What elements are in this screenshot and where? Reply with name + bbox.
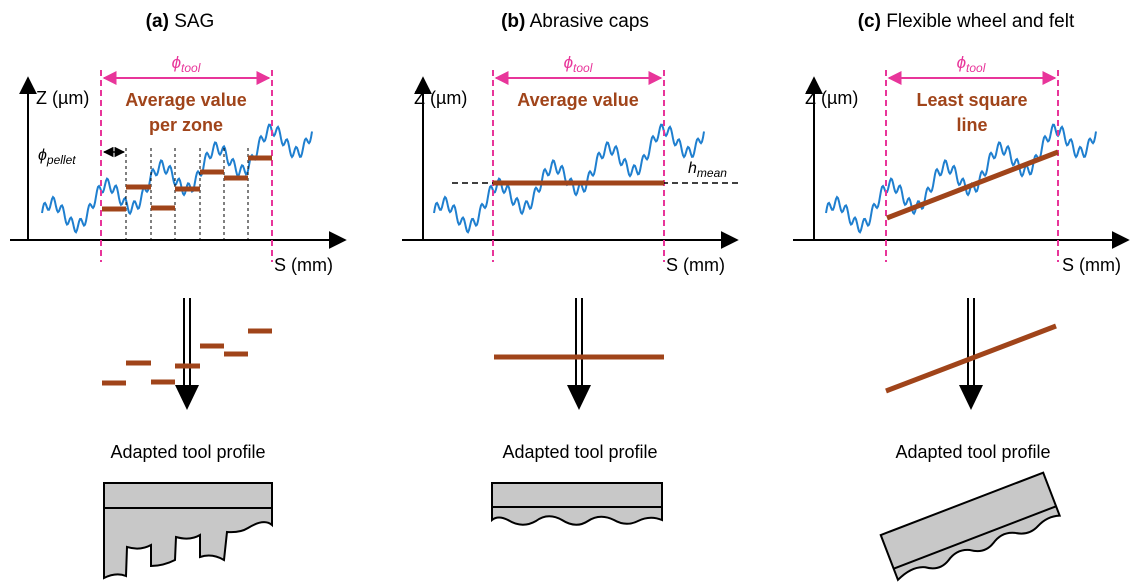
panel-a-method-line-2: per zone <box>149 115 223 135</box>
panel-c-least-square-line <box>886 149 1059 221</box>
panel-a-zone-averages <box>102 155 272 212</box>
panel-b-s-label: S (mm) <box>666 255 725 275</box>
panel-c: (c) Flexible wheel and felt Z (µm) S (mm… <box>793 11 1130 582</box>
panel-b: (b) Abrasive caps Z (µm) S (mm) ϕtool Av… <box>402 11 739 526</box>
panel-b-z-label: Z (µm) <box>414 88 467 108</box>
panel-c-tool-profile <box>879 471 1062 582</box>
panel-a-tool-profile <box>103 482 273 580</box>
panel-a-method-line-1: Average value <box>125 90 246 110</box>
panel-c-extracted-slope <box>885 323 1057 394</box>
panel-c-caption: Adapted tool profile <box>895 442 1050 462</box>
panel-a: (a) SAG Z (µm) S (mm) ϕtool Average valu… <box>10 11 347 580</box>
panel-b-title: (b) Abrasive caps <box>501 11 649 32</box>
panel-b-tool-profile <box>491 482 663 526</box>
panel-c-phi-tool: ϕtool <box>957 53 986 75</box>
panel-a-z-label: Z (µm) <box>36 88 89 108</box>
panel-c-z-label: Z (µm) <box>805 88 858 108</box>
panel-c-s-label: S (mm) <box>1062 255 1121 275</box>
panel-a-extracted-steps <box>102 328 272 386</box>
panel-b-phi-tool: ϕtool <box>564 53 593 75</box>
panel-c-surface-profile <box>825 123 1097 234</box>
panel-b-caption: Adapted tool profile <box>502 442 657 462</box>
panel-a-phi-tool: ϕtool <box>172 53 201 75</box>
panel-b-down-arrow <box>567 298 591 410</box>
panel-b-method-line-1: Average value <box>517 90 638 110</box>
panel-b-h-mean: hmean <box>688 160 727 180</box>
panel-a-s-label: S (mm) <box>274 255 333 275</box>
panel-a-title: (a) SAG <box>146 11 215 32</box>
panel-c-down-arrow <box>959 298 983 410</box>
panel-a-caption: Adapted tool profile <box>110 442 265 462</box>
panel-c-method-line-1: Least square <box>916 90 1027 110</box>
panel-a-surface-profile <box>41 123 313 234</box>
panel-c-title: (c) Flexible wheel and felt <box>858 11 1075 32</box>
panel-a-down-arrow <box>175 298 199 410</box>
panel-a-phi-pellet: ϕpellet <box>38 147 76 167</box>
panel-a-pellet-zone-dividers <box>125 148 249 240</box>
panel-c-method-line-2: line <box>956 115 987 135</box>
